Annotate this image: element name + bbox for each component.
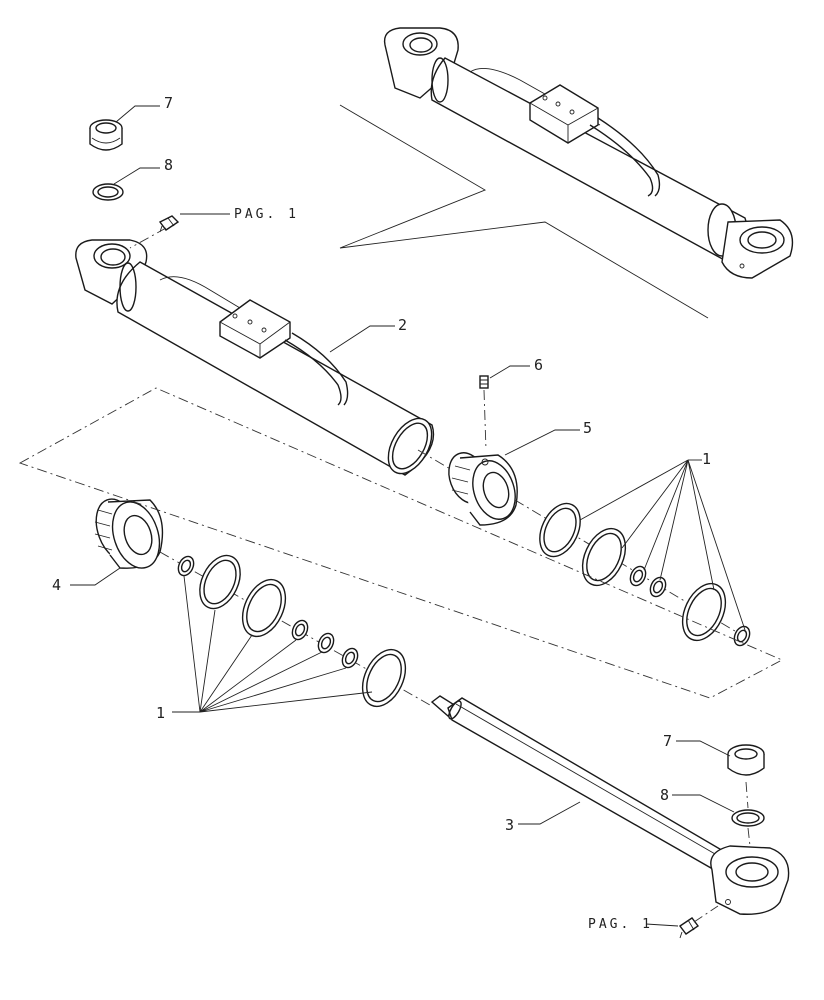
callout-5: 5 <box>583 419 592 437</box>
right-seal-set <box>514 499 751 647</box>
assembled-cylinder <box>339 27 794 319</box>
bottom-seal-ring <box>731 809 765 827</box>
page-ref-top: PAG. 1 <box>234 207 299 222</box>
callout-8-bottom: 8 <box>660 786 669 804</box>
callout-1-right: 1 <box>702 450 711 468</box>
callout-6: 6 <box>534 356 543 374</box>
cylinder-barrel <box>75 239 435 476</box>
page-ref-bottom: PAG. 1 <box>588 917 653 932</box>
bottom-bushing <box>727 744 765 776</box>
callout-7-top: 7 <box>164 94 173 112</box>
cylinder-head-gland <box>448 452 518 526</box>
leader-lines <box>70 105 746 927</box>
top-grease-fitting <box>158 215 180 233</box>
top-bushing <box>89 119 123 151</box>
callout-8-top: 8 <box>164 156 173 174</box>
piston-rod <box>430 695 790 915</box>
piston-kit-boundary <box>18 387 784 699</box>
bottom-grease-fitting <box>678 917 700 939</box>
left-seal-set <box>177 554 407 708</box>
callout-2: 2 <box>398 316 407 334</box>
callout-4: 4 <box>52 576 61 594</box>
top-seal-ring <box>92 183 124 201</box>
callout-1-left: 1 <box>156 704 165 722</box>
callout-7-bottom: 7 <box>663 732 672 750</box>
piston <box>94 498 164 569</box>
set-screw <box>479 375 489 389</box>
callout-3: 3 <box>505 816 514 834</box>
